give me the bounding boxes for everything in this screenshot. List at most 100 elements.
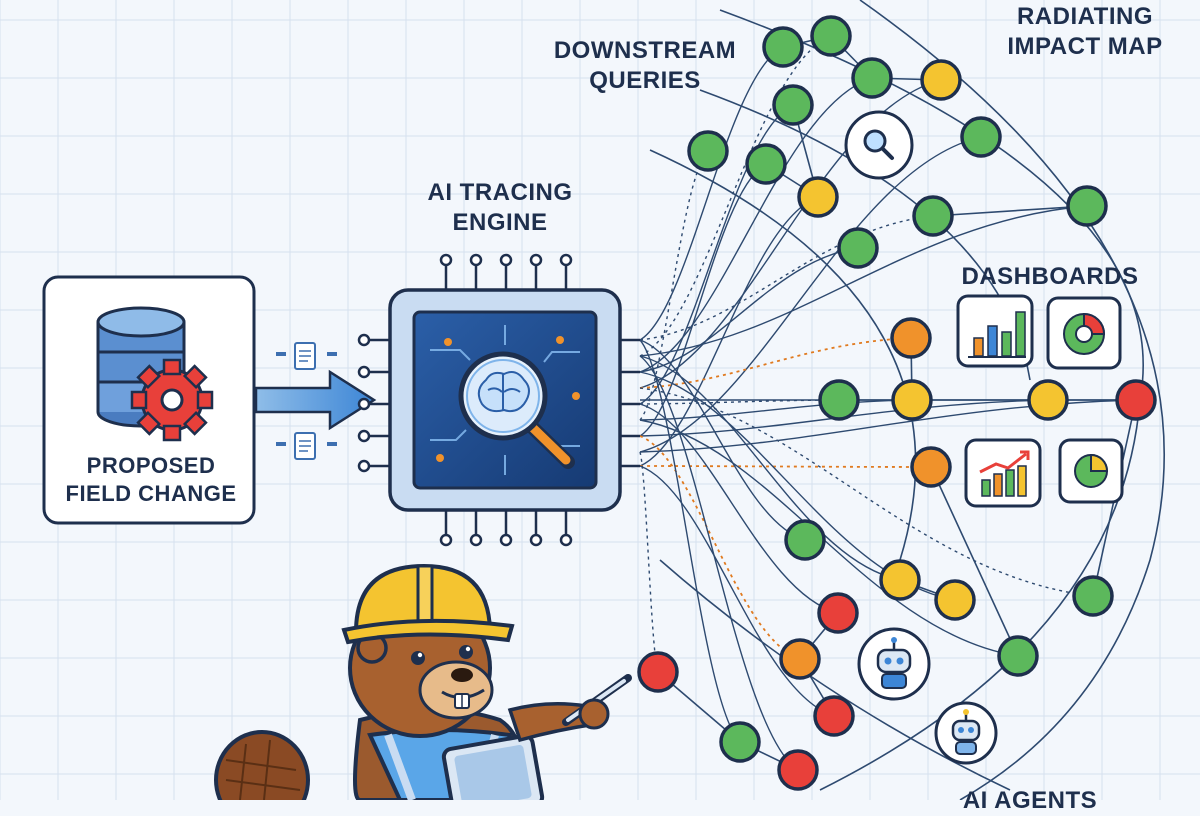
impact-node-yellow	[891, 379, 933, 421]
impact-node-green	[687, 130, 729, 172]
ai-agents-label: AI AGENTS	[962, 787, 1098, 814]
chip-pin-head	[439, 253, 453, 267]
impact-node-green	[818, 379, 860, 421]
proposed-change-label-line: FIELD CHANGE	[65, 480, 237, 506]
connection-line	[639, 205, 1088, 357]
downstream-queries-label: DOWNSTREAM QUERIES	[540, 36, 750, 96]
impact-map-label: RADIATING IMPACT MAP	[985, 2, 1185, 62]
impact-map-label-line: RADIATING	[1016, 3, 1154, 30]
connection-line	[639, 77, 873, 373]
trend-chart-icon	[964, 438, 1042, 508]
proposed-change-label: PROPOSED FIELD CHANGE	[56, 452, 246, 507]
connection-line	[639, 387, 1094, 597]
impact-node-green	[851, 57, 893, 99]
chip-pin-head	[469, 533, 483, 547]
connection-line	[639, 355, 901, 581]
bar-chart-icon	[956, 294, 1034, 368]
robot-icon	[934, 701, 998, 765]
dashboards-label: DASHBOARDS	[961, 263, 1139, 290]
impact-node-green	[745, 143, 787, 185]
connection-line	[639, 136, 982, 453]
connection-line	[639, 196, 819, 467]
chip-pin-head	[439, 533, 453, 547]
chip-pin-head	[559, 533, 573, 547]
impact-node-red	[637, 651, 679, 693]
impact-node-green	[762, 26, 804, 68]
chip-pin-head	[469, 253, 483, 267]
impact-nodes	[637, 15, 1157, 791]
connection-line	[639, 35, 832, 357]
node-link	[930, 466, 1019, 657]
chip-pin-head	[357, 333, 371, 347]
pie-chart-icon	[1058, 438, 1124, 504]
connection-line	[639, 465, 932, 468]
impact-node-green	[1072, 575, 1114, 617]
impact-node-orange	[779, 638, 821, 680]
tracing-engine-label-line: ENGINE	[452, 209, 548, 236]
search-icon	[844, 110, 914, 180]
tracing-engine-label-line: AI TRACING	[427, 179, 573, 206]
impact-node-yellow	[797, 176, 839, 218]
impact-node-yellow	[879, 559, 921, 601]
chip-pin-head	[529, 253, 543, 267]
node-link	[932, 205, 1088, 217]
connection-line	[639, 215, 934, 341]
chip-pin-head	[357, 397, 371, 411]
gear-icon	[130, 358, 214, 442]
robot-icon	[857, 627, 931, 701]
impact-node-green	[960, 116, 1002, 158]
connection-line	[639, 399, 913, 421]
chip-pin-head	[357, 365, 371, 379]
connection-line	[639, 247, 859, 373]
chip-pin-head	[559, 253, 573, 267]
proposed-change-card	[42, 275, 256, 525]
impact-node-red	[817, 592, 859, 634]
pie-chart-icon	[1046, 296, 1122, 370]
impact-node-orange	[910, 446, 952, 488]
proposed-change-label-line: PROPOSED	[86, 453, 216, 478]
impact-node-orange	[890, 317, 932, 359]
connection-line	[639, 46, 784, 341]
connection-line	[639, 465, 835, 717]
connection-line	[639, 355, 799, 771]
impact-map-label-line: IMPACT MAP	[1007, 33, 1163, 60]
impact-node-green	[719, 721, 761, 763]
connection-line	[639, 104, 794, 405]
impact-node-red	[777, 749, 819, 791]
impact-node-green	[997, 635, 1039, 677]
arrow-right-icon	[254, 369, 377, 431]
beaver-mascot	[214, 563, 632, 816]
brain-icon	[477, 371, 530, 413]
chip-pin-head	[499, 253, 513, 267]
chip-pin-head	[357, 429, 371, 443]
impact-node-green	[772, 84, 814, 126]
impact-node-green	[1066, 185, 1108, 227]
chip-pin-head	[499, 533, 513, 547]
connection-line	[639, 163, 767, 437]
tracing-engine-label: AI TRACING ENGINE	[400, 178, 600, 238]
document-icon	[276, 432, 337, 460]
downstream-queries-label-line: QUERIES	[589, 67, 701, 94]
downstream-queries-label-line: DOWNSTREAM	[553, 37, 737, 64]
connection-line	[639, 79, 942, 389]
impact-node-yellow	[920, 59, 962, 101]
hard-hat-icon	[341, 563, 515, 645]
connection-line	[639, 339, 806, 541]
impact-node-green	[912, 195, 954, 237]
impact-node-yellow	[934, 579, 976, 621]
chip-pin-head	[529, 533, 543, 547]
impact-node-red	[813, 695, 855, 737]
connection-line	[639, 339, 741, 743]
impact-node-green	[810, 15, 852, 57]
impact-node-red	[1115, 379, 1157, 421]
impact-node-yellow	[1027, 379, 1069, 421]
impact-node-green	[837, 227, 879, 269]
connection-line	[639, 451, 659, 673]
document-icon	[276, 342, 337, 370]
impact-node-green	[784, 519, 826, 561]
chip-pin-head	[357, 459, 371, 473]
tablet-icon	[441, 733, 545, 816]
connection-lines	[639, 35, 1150, 771]
